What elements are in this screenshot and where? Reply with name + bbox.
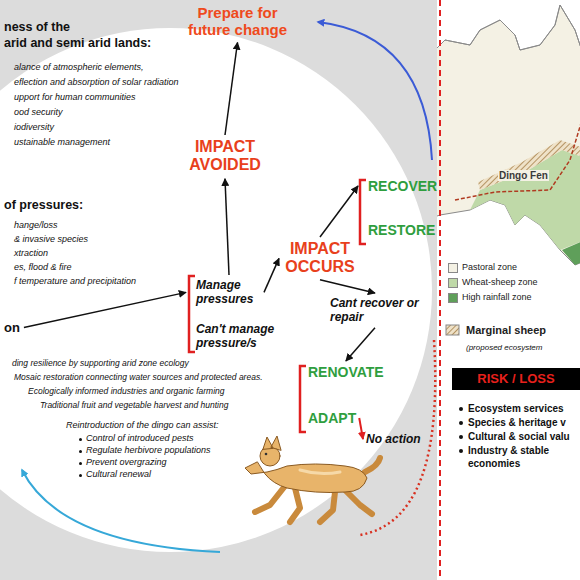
divider-line — [439, 0, 441, 580]
condition-label-text: Cant recover or repair — [330, 296, 420, 325]
risk-box-text: RISK / LOSS — [454, 371, 578, 386]
flow-arrow — [225, 43, 238, 136]
response-label-text: RENOVATE — [308, 364, 384, 380]
response-label: RECOVER — [368, 178, 437, 194]
flow-arrow — [264, 258, 279, 292]
text-label: Ecologically informed industries and org… — [28, 386, 225, 396]
text-label: f temperature and precipitation — [14, 276, 136, 286]
text-label: (proposed ecosystem — [466, 343, 542, 352]
condition-label: Cant recover or repair — [330, 296, 420, 325]
text-label: alance of atmospheric elements, — [14, 62, 144, 72]
risk-box: RISK / LOSS — [452, 368, 580, 390]
flow-arrow — [359, 418, 363, 439]
outcome-label-text: IMPACT AVOIDED — [180, 138, 270, 175]
legend-swatch — [448, 278, 458, 288]
flow-arrow — [346, 328, 375, 361]
response-label-text: ADAPT — [308, 410, 356, 426]
text-label: ness of the — [4, 20, 70, 34]
text-label: Control of introduced pests — [78, 433, 194, 443]
goal-label: Prepare for future change — [175, 4, 300, 39]
response-label: RESTORE — [368, 222, 435, 238]
text-label: ood security — [14, 107, 63, 117]
return-arc — [22, 470, 220, 552]
text-label: Traditional fruit and vegetable harvest … — [40, 400, 228, 410]
action-label-text: Can't manage pressure/s — [196, 322, 290, 351]
section-heading-text: on — [4, 320, 20, 335]
text-label: Mosaic restoration connecting water sour… — [14, 372, 263, 382]
text-label: Reintroduction of the dingo can assist: — [66, 420, 219, 430]
text-label: Prevent overgrazing — [78, 457, 167, 467]
text-label: xtraction — [14, 248, 48, 258]
text-label: ding resilience by supporting arid zone … — [12, 358, 189, 368]
text-label: iodiversity — [14, 122, 54, 132]
flow-arrow — [320, 186, 358, 237]
action-label: Can't manage pressure/s — [196, 322, 290, 351]
cycle-arc — [318, 22, 432, 160]
text-label: Ecosystem services — [458, 402, 578, 415]
text-label: hange/loss — [14, 220, 58, 230]
text-label: Species & heritage v — [458, 416, 578, 429]
section-heading: on — [4, 320, 20, 335]
text-label: & invasive species — [14, 234, 88, 244]
response-label-text: RECOVER — [368, 178, 437, 194]
condition-label-text: No action — [366, 432, 421, 446]
hatch-swatch — [446, 325, 459, 335]
text-label: Cultural & social valu — [458, 430, 578, 443]
dingo-illustration — [245, 436, 380, 522]
text-label: eflection and absorption of solar radiat… — [14, 77, 179, 87]
outcome-label: IMPACT OCCURS — [282, 240, 358, 277]
condition-label: No action — [366, 432, 421, 446]
outcome-label-text: IMPACT OCCURS — [282, 240, 358, 277]
legend-text: Wheat-sheep zone — [462, 277, 538, 287]
text-label: Cultural renewal — [78, 469, 151, 479]
text-label: es, flood & fire — [14, 262, 72, 272]
legend-swatch — [448, 263, 458, 273]
legend-swatch — [448, 293, 458, 303]
action-label: Manage pressures — [196, 278, 262, 307]
text-label: Industry & stable economies — [458, 444, 578, 470]
cycle-circle — [0, 28, 432, 552]
text-label: Dingo Fen — [498, 170, 549, 181]
text-label: upport for human communities — [14, 92, 136, 102]
text-label: of pressures: — [4, 198, 83, 212]
response-label: ADAPT — [308, 410, 356, 426]
flow-arrow — [24, 292, 186, 327]
legend-text: Pastoral zone — [462, 262, 517, 272]
outcome-label: IMPACT AVOIDED — [180, 138, 270, 175]
legend-text: Marginal sheep — [466, 324, 546, 336]
text-label: Regulate herbivore populations — [78, 445, 211, 455]
response-label: RENOVATE — [308, 364, 384, 380]
flow-arrow — [320, 280, 375, 293]
action-label-text: Manage pressures — [196, 278, 262, 307]
goal-label-text: Prepare for future change — [175, 4, 300, 39]
text-label: ustainable management — [14, 137, 110, 147]
response-label-text: RESTORE — [368, 222, 435, 238]
flow-arrow — [225, 179, 229, 275]
text-label: arid and semi arid lands: — [4, 36, 151, 50]
legend-text: High rainfall zone — [462, 292, 532, 302]
